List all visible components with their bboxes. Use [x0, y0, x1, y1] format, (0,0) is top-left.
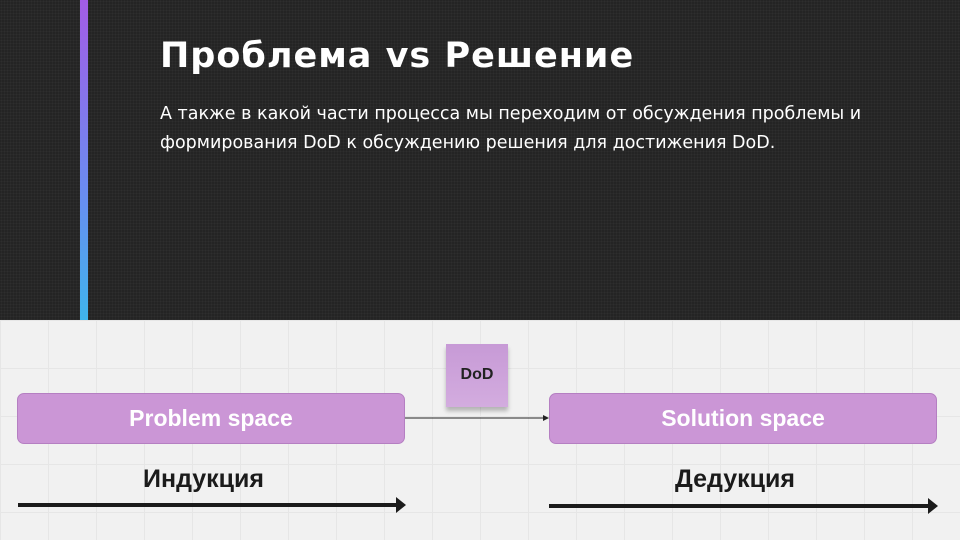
induction-label: Индукция — [143, 465, 264, 493]
page-title: Проблема vs Решение — [160, 36, 635, 76]
deduction-label: Дедукция — [675, 465, 795, 493]
accent-bar — [80, 0, 88, 320]
deduction-arrowhead — [928, 498, 938, 514]
solution-space-box[interactable]: Solution space — [549, 393, 937, 444]
page-subtitle: А также в какой части процесса мы перехо… — [160, 104, 862, 153]
induction-arrowhead — [396, 497, 406, 513]
connector-arrowhead — [543, 415, 549, 421]
title-section — [0, 0, 960, 320]
problem-space-box[interactable]: Problem space — [17, 393, 405, 444]
dod-sticky-note[interactable]: DoD — [446, 344, 508, 407]
